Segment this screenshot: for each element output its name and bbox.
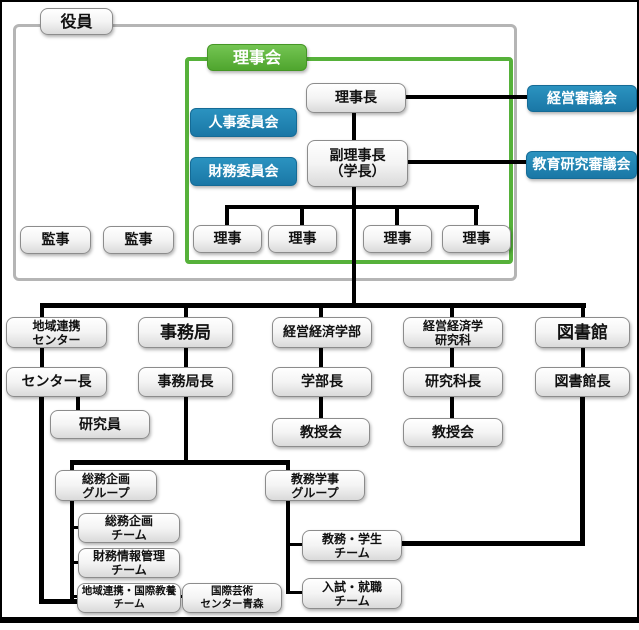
connector-team-stub bbox=[70, 561, 82, 564]
faculty-box: 経営経済学部 bbox=[272, 317, 372, 348]
connector-team-stub bbox=[70, 526, 82, 529]
library-director-box: 図書館長 bbox=[535, 367, 630, 397]
finance-committee-box: 財務委員会 bbox=[190, 157, 297, 186]
connector-researcher-drop bbox=[76, 396, 80, 411]
connector-team-stub bbox=[286, 543, 304, 546]
connector-head-drop bbox=[581, 347, 585, 368]
connector-faculty-council-drop bbox=[319, 396, 323, 419]
connector-art-center-stub bbox=[177, 595, 186, 598]
graduate-dean-box: 研究科長 bbox=[403, 367, 503, 397]
connector-division-drop bbox=[319, 303, 323, 319]
connector-division-drop bbox=[581, 303, 585, 319]
vice-chairman-box: 副理事長 （学長） bbox=[307, 140, 408, 187]
education-research-council-box: 教育研究審議会 bbox=[526, 151, 637, 179]
connector-right-team-spine bbox=[286, 499, 290, 594]
dean-box: 学部長 bbox=[272, 367, 372, 397]
connector-director-drop bbox=[474, 205, 478, 226]
regional-center-box: 地域連携 センター bbox=[6, 317, 107, 348]
connector-group-drop bbox=[286, 460, 290, 471]
graduate-council-box: 教授会 bbox=[403, 418, 503, 447]
connector-left-team-spine bbox=[70, 499, 74, 599]
faculty-council-box: 教授会 bbox=[272, 418, 370, 447]
general-affairs-team-box: 総務企画 チーム bbox=[78, 513, 180, 543]
academic-affairs-group-box: 教務学事 グループ bbox=[265, 470, 365, 501]
connector-groups-rail bbox=[70, 460, 290, 465]
connector-director-drop bbox=[225, 205, 229, 226]
connector-library-spine bbox=[580, 396, 585, 546]
director-box: 理事 bbox=[442, 225, 511, 253]
connector-division-drop bbox=[40, 303, 44, 319]
center-director-box: センター長 bbox=[6, 367, 107, 397]
connector-head-drop bbox=[184, 347, 188, 368]
connector-library-foot bbox=[401, 541, 585, 546]
personnel-committee-box: 人事委員会 bbox=[190, 108, 297, 137]
director-box: 理事 bbox=[268, 225, 337, 253]
chairman-box: 理事長 bbox=[306, 83, 406, 113]
connector-graduate-council-drop bbox=[450, 396, 454, 419]
connector-director-drop bbox=[395, 205, 399, 226]
regional-intl-team-box: 地域連携・国際教養 チーム bbox=[77, 583, 181, 613]
secretariat-director-box: 事務局長 bbox=[138, 367, 233, 397]
connector-central-spine bbox=[352, 186, 356, 307]
connector-head-drop bbox=[319, 347, 323, 368]
connector-directors-rail bbox=[226, 205, 479, 209]
general-affairs-group-box: 総務企画 グループ bbox=[55, 470, 157, 501]
management-council-box: 経営審議会 bbox=[527, 85, 637, 112]
academic-student-team-box: 教務・学生 チーム bbox=[302, 530, 402, 561]
director-box: 理事 bbox=[193, 225, 262, 253]
admissions-employment-team-box: 入試・就職 チーム bbox=[302, 578, 402, 609]
connector-division-drop bbox=[450, 303, 454, 319]
connector-team-stub bbox=[70, 595, 82, 598]
researcher-box: 研究員 bbox=[50, 410, 150, 439]
connector-chairman-vice bbox=[352, 112, 356, 142]
connector-chairman-management-council bbox=[404, 95, 528, 99]
aomori-art-center-box: 国際芸術 センター青森 bbox=[182, 583, 282, 613]
connector-center-left-foot bbox=[39, 599, 79, 604]
connector-director-drop bbox=[300, 205, 304, 226]
connector-division-drop bbox=[184, 303, 188, 319]
connector-group-drop bbox=[70, 460, 74, 471]
connector-secretariat-spine bbox=[184, 396, 188, 464]
director-box: 理事 bbox=[363, 225, 432, 253]
connector-head-drop bbox=[450, 347, 454, 368]
officers-label: 役員 bbox=[40, 8, 113, 35]
connector-head-drop bbox=[40, 347, 44, 368]
secretariat-box: 事務局 bbox=[138, 317, 233, 348]
connector-vice-education-council bbox=[406, 160, 527, 164]
graduate-school-box: 経営経済学 研究科 bbox=[403, 317, 503, 348]
auditor-box: 監事 bbox=[20, 226, 91, 254]
auditor-box: 監事 bbox=[103, 226, 174, 254]
library-box: 図書館 bbox=[535, 317, 630, 348]
officers-frame bbox=[13, 24, 517, 281]
board-label: 理事会 bbox=[207, 44, 307, 71]
connector-center-left-spine bbox=[39, 396, 44, 604]
financial-info-team-box: 財務情報管理 チーム bbox=[78, 548, 180, 578]
connector-team-stub bbox=[286, 591, 304, 594]
connector-distribution-rail bbox=[41, 303, 586, 308]
